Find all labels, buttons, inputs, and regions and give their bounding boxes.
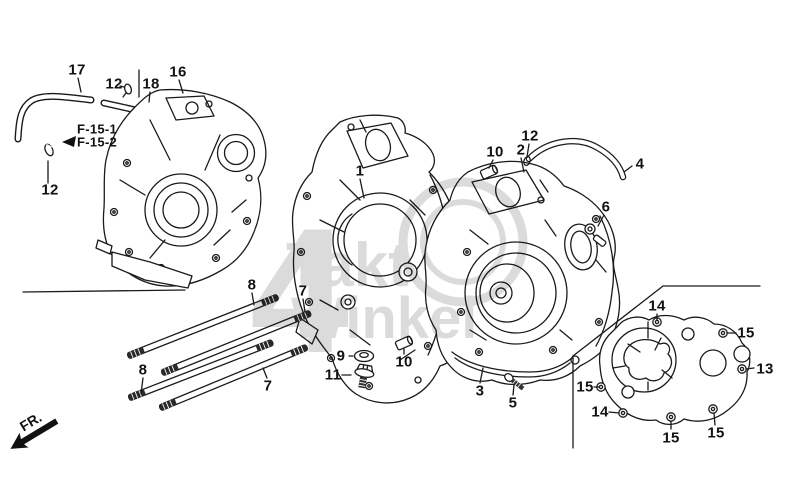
fr-direction-arrow: FR. [10,409,59,449]
breather-tube-4 [523,138,627,181]
crankcase-assembly-16 [95,88,267,289]
tube-clip-12-top [122,83,133,98]
tube-clip-12-right [523,155,531,167]
sealing-washer-9 [353,349,375,363]
dowel-pin-10-bottom [394,335,414,351]
fiche-ref-arrow [62,136,76,147]
watermark-word-bottom: Winkel [291,286,477,351]
watermark-word-top: Takt [286,231,409,300]
watermark-ring-outer [398,177,528,307]
gasket-inset [572,285,761,449]
bolt-holes [456,196,604,357]
inset-border [572,285,761,449]
watermark-numeral: 4 [250,191,349,390]
leader-lines [47,77,755,430]
fr-arrow-shape [10,418,59,449]
bolt-5 [504,372,525,391]
drain-bolt-11 [354,363,375,389]
tube-clip-12-left [44,143,54,157]
watermark: 4 Takt Winkel [250,177,528,390]
stud-bolts [126,294,312,411]
inset-divider-line [22,289,186,293]
bolt-6 [584,223,607,247]
watermark-ring-inner [420,199,506,285]
crankcase-half-right-2 [424,160,621,386]
dowel-pin-10-top [479,164,499,180]
artwork [14,69,761,449]
